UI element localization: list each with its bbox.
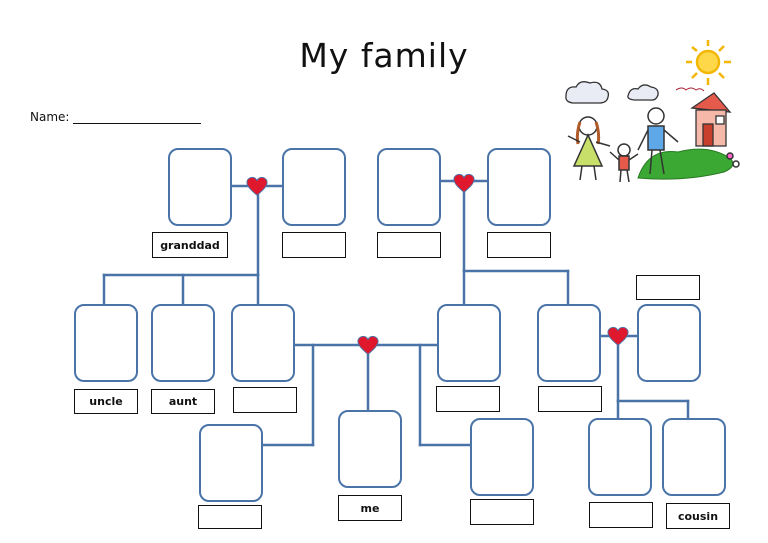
heart-icon <box>246 176 268 196</box>
sun-icon <box>686 40 731 85</box>
stick-family-icon <box>567 107 740 183</box>
photo-granddad-paternal[interactable] <box>168 148 232 226</box>
label-blank[interactable] <box>487 232 551 258</box>
name-label: Name: <box>30 110 70 124</box>
label-aunt[interactable]: aunt <box>151 389 215 414</box>
label-uncle[interactable]: uncle <box>74 389 138 414</box>
photo-sibling-right[interactable] <box>470 418 534 496</box>
photo-maternal-aunt-uncle[interactable] <box>537 304 601 382</box>
name-input-line[interactable] <box>73 111 202 124</box>
label-cousin[interactable]: cousin <box>666 503 730 529</box>
photo-grandma-paternal[interactable] <box>282 148 346 226</box>
label-me[interactable]: me <box>338 495 402 521</box>
name-field: Name: <box>30 110 202 124</box>
label-blank[interactable] <box>470 499 534 525</box>
photo-cousin-left[interactable] <box>588 418 652 496</box>
photo-sibling-left[interactable] <box>199 424 263 502</box>
label-blank[interactable] <box>636 275 700 300</box>
photo-me[interactable] <box>338 410 402 488</box>
heart-icon <box>607 326 629 346</box>
photo-aunt[interactable] <box>151 304 215 382</box>
label-blank[interactable] <box>589 502 653 528</box>
label-granddad[interactable]: granddad <box>152 232 228 258</box>
label-blank[interactable] <box>538 386 602 412</box>
photo-uncle[interactable] <box>74 304 138 382</box>
photo-grandma-maternal[interactable] <box>487 148 551 226</box>
photo-father[interactable] <box>231 304 295 382</box>
photo-mother[interactable] <box>437 304 501 382</box>
heart-icon <box>453 173 475 193</box>
label-blank[interactable] <box>198 505 262 529</box>
label-blank[interactable] <box>436 386 500 412</box>
cloud-icon <box>565 81 659 104</box>
label-blank[interactable] <box>377 232 441 258</box>
photo-cousin[interactable] <box>662 418 726 496</box>
photo-aunt-uncle-spouse[interactable] <box>637 304 701 382</box>
label-blank[interactable] <box>282 232 346 258</box>
photo-granddad-maternal[interactable] <box>377 148 441 226</box>
page-title: My family <box>299 36 469 75</box>
family-clipart <box>565 40 740 183</box>
label-blank[interactable] <box>233 387 297 413</box>
house-icon <box>675 87 732 147</box>
heart-icon <box>357 335 379 355</box>
